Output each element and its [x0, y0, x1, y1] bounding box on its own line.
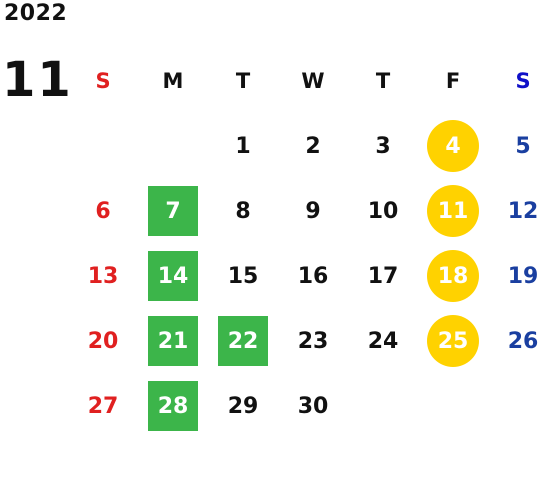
- day-cell[interactable]: 16: [278, 244, 348, 308]
- day-cell[interactable]: 3: [348, 114, 418, 178]
- day-number-yellow-highlight: 11: [427, 185, 479, 237]
- day-number-green-highlight: 7: [148, 186, 198, 236]
- day-cell[interactable]: 22: [208, 309, 278, 373]
- day-cell[interactable]: 12: [488, 179, 548, 243]
- day-cell[interactable]: 27: [68, 374, 138, 438]
- day-number-green-highlight: 21: [148, 316, 198, 366]
- weekday-header-label: W: [301, 69, 325, 93]
- weekday-header-cell: S: [68, 49, 138, 113]
- day-cell[interactable]: 10: [348, 179, 418, 243]
- day-cell[interactable]: 29: [208, 374, 278, 438]
- weekday-header-label: T: [375, 69, 391, 93]
- day-number: 5: [515, 133, 531, 159]
- day-cell[interactable]: 9: [278, 179, 348, 243]
- day-cell[interactable]: 2: [278, 114, 348, 178]
- weekday-header-label: F: [445, 69, 461, 93]
- day-cell[interactable]: 18: [418, 244, 488, 308]
- day-number-yellow-highlight: 4: [427, 120, 479, 172]
- day-number: 24: [367, 328, 399, 354]
- day-cell[interactable]: 28: [138, 374, 208, 438]
- day-cell[interactable]: 6: [68, 179, 138, 243]
- day-number-green-highlight: 28: [148, 381, 198, 431]
- weekday-header-label: M: [162, 69, 184, 93]
- day-number: 1: [235, 133, 251, 159]
- day-number: 3: [375, 133, 391, 159]
- day-number: 12: [507, 198, 539, 224]
- day-cell[interactable]: 1: [208, 114, 278, 178]
- day-cell[interactable]: 15: [208, 244, 278, 308]
- day-cell[interactable]: 11: [418, 179, 488, 243]
- day-number: 23: [297, 328, 329, 354]
- day-number: 2: [305, 133, 321, 159]
- day-cell[interactable]: 19: [488, 244, 548, 308]
- weekday-header-label: S: [95, 69, 111, 93]
- day-cell[interactable]: 24: [348, 309, 418, 373]
- day-cell[interactable]: 14: [138, 244, 208, 308]
- day-cell[interactable]: 8: [208, 179, 278, 243]
- day-number: 19: [507, 263, 539, 289]
- day-cell[interactable]: 13: [68, 244, 138, 308]
- day-number: 10: [367, 198, 399, 224]
- day-cell[interactable]: 25: [418, 309, 488, 373]
- calendar-year: 2022: [4, 1, 68, 26]
- day-number: 26: [507, 328, 539, 354]
- day-cell[interactable]: 4: [418, 114, 488, 178]
- weekday-header-label: S: [515, 69, 531, 93]
- day-cell[interactable]: 23: [278, 309, 348, 373]
- day-number-yellow-highlight: 18: [427, 250, 479, 302]
- day-number: 13: [87, 263, 119, 289]
- day-cell[interactable]: 17: [348, 244, 418, 308]
- day-number-green-highlight: 14: [148, 251, 198, 301]
- weekday-header-cell: S: [488, 49, 548, 113]
- day-number: 29: [227, 393, 259, 419]
- weekday-header-cell: W: [278, 49, 348, 113]
- weekday-header-label: T: [235, 69, 251, 93]
- day-cell[interactable]: 21: [138, 309, 208, 373]
- day-number: 27: [87, 393, 119, 419]
- day-cell[interactable]: 7: [138, 179, 208, 243]
- calendar-month: 11: [2, 52, 73, 108]
- day-number: 8: [235, 198, 251, 224]
- day-cell[interactable]: 30: [278, 374, 348, 438]
- day-cell[interactable]: 20: [68, 309, 138, 373]
- day-number: 16: [297, 263, 329, 289]
- day-number: 20: [87, 328, 119, 354]
- day-number: 17: [367, 263, 399, 289]
- day-number: 30: [297, 393, 329, 419]
- day-number: 15: [227, 263, 259, 289]
- day-number-green-highlight: 22: [218, 316, 268, 366]
- day-cell[interactable]: 26: [488, 309, 548, 373]
- day-number: 6: [95, 198, 111, 224]
- day-number: 9: [305, 198, 321, 224]
- day-cell[interactable]: 5: [488, 114, 548, 178]
- weekday-header-cell: F: [418, 49, 488, 113]
- weekday-header-cell: T: [208, 49, 278, 113]
- weekday-header-cell: T: [348, 49, 418, 113]
- weekday-header-cell: M: [138, 49, 208, 113]
- day-number-yellow-highlight: 25: [427, 315, 479, 367]
